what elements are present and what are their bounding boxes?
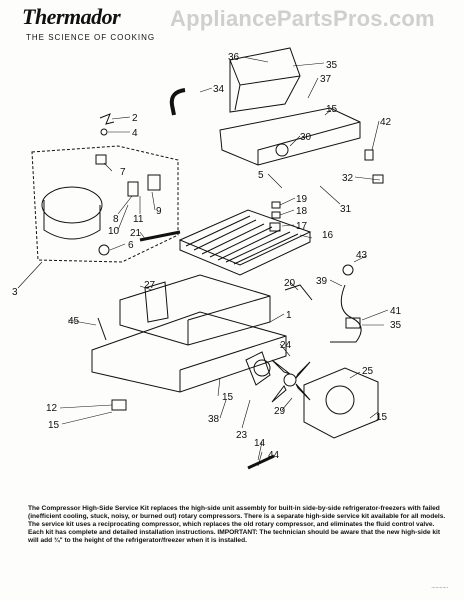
callout-2: 2 <box>132 113 138 124</box>
callout-36: 36 <box>228 52 240 63</box>
callout-35a: 35 <box>326 60 338 71</box>
part-32-plug <box>372 174 384 184</box>
part-25-shroud <box>303 367 379 439</box>
callout-24: 24 <box>280 340 292 351</box>
part-19-screw <box>271 201 281 209</box>
part-17-bracket <box>269 222 281 232</box>
callout-18: 18 <box>296 206 308 217</box>
callout-44: 44 <box>268 450 280 461</box>
callout-32: 32 <box>342 173 354 184</box>
part-45-wire <box>97 317 107 341</box>
part-7-relay <box>95 154 107 165</box>
callout-1: 1 <box>286 310 292 321</box>
part-21-drier <box>139 230 181 242</box>
callout-45: 45 <box>68 316 80 327</box>
part-compressor <box>41 186 103 224</box>
watermark: AppliancePartsPros.com <box>170 6 435 31</box>
callout-23: 23 <box>236 430 248 441</box>
part-18-clip <box>271 211 281 219</box>
part-2-clip <box>99 113 115 125</box>
part-1-base <box>91 311 287 393</box>
part-4-washer <box>100 128 108 136</box>
part-6-grommet <box>98 244 110 256</box>
callout-20: 20 <box>284 278 296 289</box>
part-23-fan-motor <box>245 351 271 386</box>
part-11-cover <box>127 181 139 197</box>
callout-12: 12 <box>46 403 58 414</box>
callout-19: 19 <box>296 194 308 205</box>
part-24-fan-blade <box>271 359 311 403</box>
callout-3: 3 <box>12 287 18 298</box>
part-42-clip <box>364 149 374 161</box>
part-37-bracket <box>219 107 361 166</box>
part-16-condenser <box>178 209 312 276</box>
callout-35b: 35 <box>390 320 402 331</box>
callout-21: 21 <box>130 228 142 239</box>
part-27-support <box>144 281 169 323</box>
callout-5: 5 <box>258 170 264 181</box>
brand-tagline: THE SCIENCE OF COOKING <box>26 33 156 42</box>
part-39-power-cord <box>330 284 362 343</box>
callout-38: 38 <box>208 414 220 425</box>
part-9-overload <box>147 174 161 191</box>
part-30-grommet <box>275 143 289 157</box>
callout-8: 8 <box>113 214 119 225</box>
callout-42: 42 <box>380 117 392 128</box>
part-36-cover <box>229 47 301 113</box>
part-20-harness <box>284 284 313 301</box>
footer-code: ............ <box>431 584 448 590</box>
callout-30: 30 <box>300 132 312 143</box>
callout-41: 41 <box>390 306 402 317</box>
callout-43: 43 <box>356 250 368 261</box>
compressor-group-outline <box>31 145 179 263</box>
part-41-bracket <box>345 317 361 329</box>
part-34-tube <box>169 88 186 116</box>
callout-27: 27 <box>144 280 156 291</box>
part-44-pin <box>247 454 275 470</box>
callout-11: 11 <box>133 214 144 225</box>
callout-29: 29 <box>274 406 286 417</box>
callout-9: 9 <box>156 206 162 217</box>
callout-31: 31 <box>340 204 352 215</box>
callout-15b: 15 <box>48 420 60 431</box>
callout-34: 34 <box>213 84 225 95</box>
callout-25: 25 <box>362 366 374 377</box>
callout-15a: 15 <box>326 104 338 115</box>
callout-4: 4 <box>132 128 138 139</box>
part-12-bracket <box>111 399 127 411</box>
callout-16: 16 <box>322 230 334 241</box>
callout-17: 17 <box>296 221 308 232</box>
callout-7: 7 <box>120 167 126 178</box>
callout-6: 6 <box>128 240 134 251</box>
brand-logo-text: Thermador <box>22 4 121 29</box>
callout-39: 39 <box>316 276 328 287</box>
service-kit-caption: The Compressor High-Side Service Kit rep… <box>28 505 446 544</box>
callout-15c: 15 <box>222 392 234 403</box>
callout-37: 37 <box>320 74 332 85</box>
callout-14: 14 <box>254 438 266 449</box>
callout-10: 10 <box>108 226 120 237</box>
callout-15d: 15 <box>376 412 388 423</box>
